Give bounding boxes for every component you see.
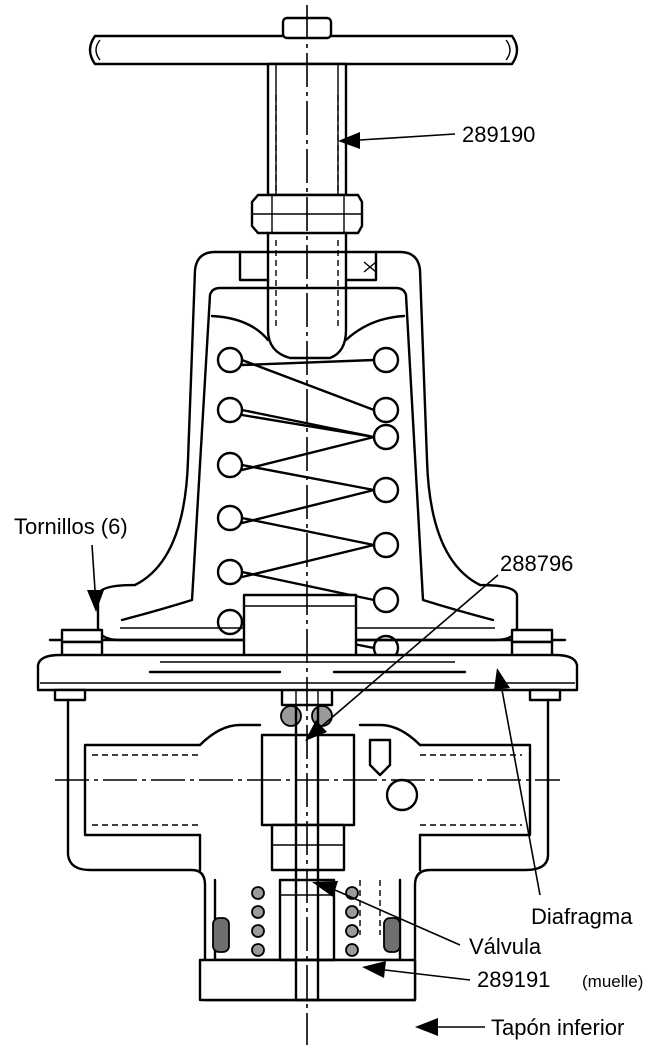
label-289191: 289191	[477, 967, 550, 992]
leader-diaphragm	[494, 668, 541, 896]
lower-body	[66, 698, 550, 1002]
leader-bottom-plug	[415, 1018, 485, 1036]
label-diaphragm: Diafragma	[531, 904, 633, 929]
t-handle	[88, 16, 519, 197]
label-valve: Válvula	[469, 934, 542, 959]
leader-valve	[312, 881, 461, 946]
label-289191-note: (muelle)	[582, 972, 643, 991]
label-bottom-plug: Tapón inferior	[491, 1015, 624, 1040]
leader-289190	[338, 132, 456, 149]
label-288796: 288796	[500, 551, 573, 576]
leader-289191	[362, 961, 471, 981]
label-289190: 289190	[462, 122, 535, 147]
leader-288796	[305, 574, 499, 741]
leader-screws	[87, 544, 104, 612]
label-screws: Tornillos (6)	[14, 514, 128, 539]
